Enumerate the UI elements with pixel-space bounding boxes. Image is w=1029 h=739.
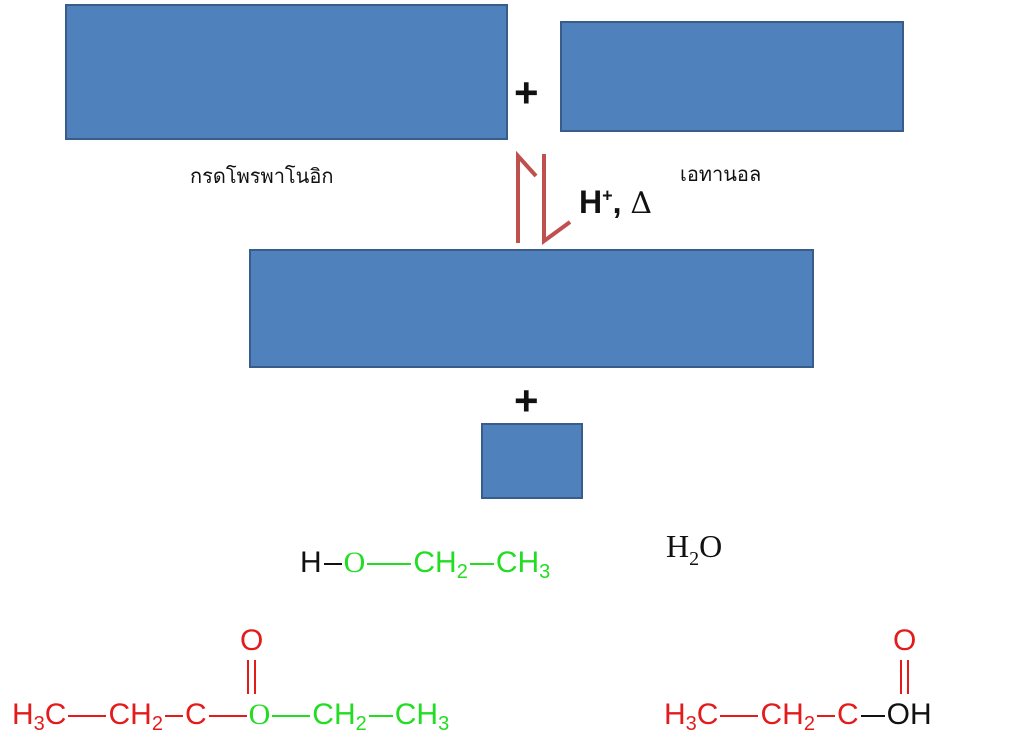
acid-ch2: CH2: [760, 698, 815, 735]
conditions-separator: ,: [612, 184, 622, 220]
ester-ch3: CH3: [394, 698, 450, 735]
water-structure: H2O: [666, 530, 722, 569]
acid-carbonyl-o: O: [893, 624, 917, 657]
plus-sign-products: +: [514, 377, 539, 424]
acid-oh: OH: [886, 698, 932, 731]
plus-sign-reactants: +: [514, 69, 539, 116]
acid-c: C: [836, 698, 859, 731]
ethanol-ch2: CH2: [413, 546, 468, 583]
bond-acid-ch2-c: [816, 715, 835, 718]
bond-c-o: [208, 715, 247, 718]
label-ethanol: เอทานอล: [680, 162, 762, 186]
answer-box-propanoic-acid[interactable]: [65, 4, 508, 140]
water-h: H: [666, 528, 690, 564]
ester-structure: H3C CH2 C O CH2 CH3: [12, 698, 450, 735]
ester-c: C: [184, 698, 207, 731]
acid-double-bond-right: [907, 660, 909, 694]
ester-o: O: [248, 698, 271, 731]
water-o: O: [699, 528, 723, 564]
water-h-sub: 2: [689, 548, 700, 570]
equilibrium-arrow-icon: [516, 150, 572, 245]
bond-h-o: [323, 563, 342, 566]
bond-acid-h3c-ch2: [720, 715, 759, 718]
bond-h3c-ch2: [68, 715, 107, 718]
ester-h3c: H3C: [12, 698, 67, 735]
ester-ch2b: CH2: [312, 698, 367, 735]
ester-double-bond-left: [247, 660, 249, 694]
ethanol-ch3: CH3: [495, 546, 551, 583]
catalyst-charge: +: [602, 185, 613, 206]
bond-acid-c-oh: [860, 715, 885, 718]
bond-ch2-c: [164, 715, 183, 718]
acid-double-bond-left: [900, 660, 902, 694]
bond-o-ch2: [367, 563, 412, 566]
bond-ch2-ch3: [469, 563, 494, 566]
bond-ch2b-ch3: [368, 715, 393, 718]
bond-o-ch2b: [272, 715, 311, 718]
ester-ch2: CH2: [108, 698, 163, 735]
acid-h3c: H3C: [664, 698, 719, 735]
answer-box-water[interactable]: [481, 423, 583, 499]
heat-symbol: Δ: [630, 186, 653, 221]
ester-carbonyl-o: O: [240, 624, 264, 657]
acid-structure: H3C CH2 C OH: [664, 698, 932, 735]
catalyst-symbol: H: [579, 184, 603, 220]
reaction-conditions: H+, Δ: [579, 186, 652, 219]
ethanol-h: H: [300, 546, 322, 579]
answer-box-ester[interactable]: [249, 249, 814, 368]
ethanol-o: O: [343, 546, 366, 579]
ester-double-bond-right: [254, 660, 256, 694]
answer-box-ethanol[interactable]: [560, 21, 904, 132]
label-propanoic-acid: กรดโพรพาโนอิก: [190, 164, 334, 188]
